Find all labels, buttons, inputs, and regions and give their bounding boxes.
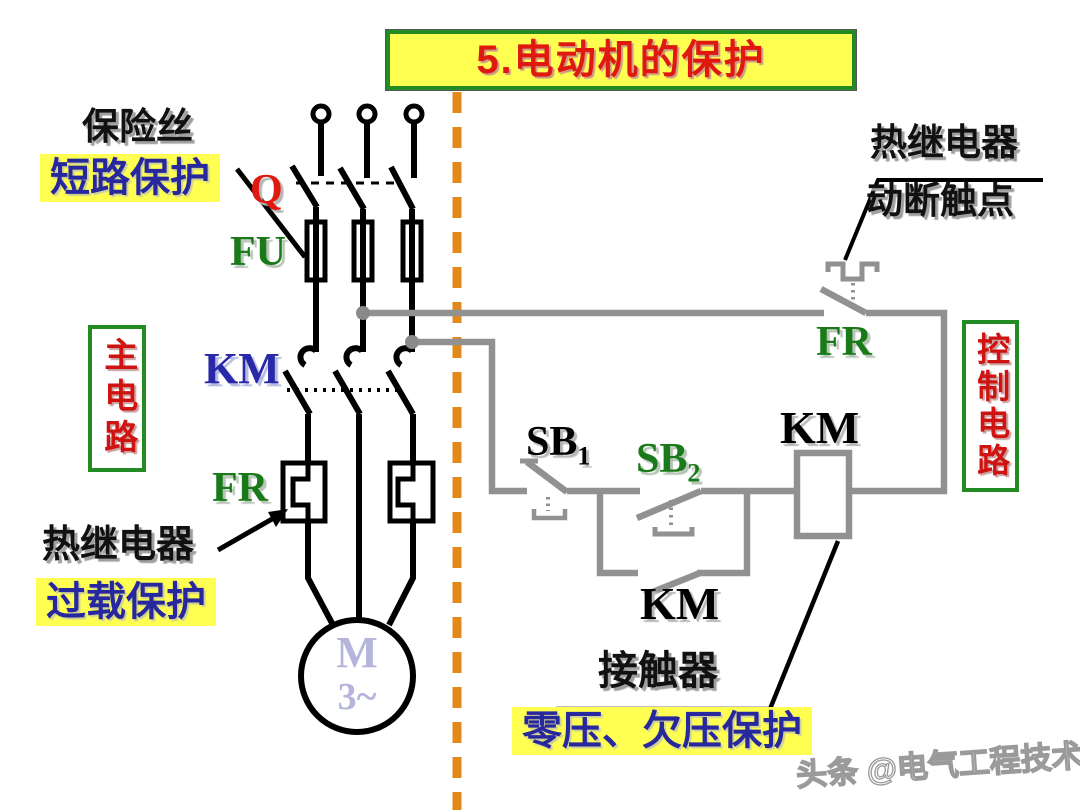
- km-aux-contact-icon: [596, 491, 751, 599]
- fr-main-label: FR: [212, 465, 268, 511]
- main-circuit-section-box: 主电路: [88, 325, 146, 472]
- fuse-name-label: 保险丝: [82, 106, 193, 147]
- nc-contact-name-label: 动断触点: [866, 180, 1014, 221]
- sb1-label: SB1: [526, 420, 590, 470]
- motor-m-label: M: [336, 628, 378, 677]
- voltage-protection-label: 零压、欠压保护: [512, 707, 812, 755]
- fr-control-label: FR: [816, 319, 872, 365]
- short-circuit-protection-label: 短路保护: [40, 154, 220, 202]
- km-coil-icon: [793, 449, 853, 540]
- sb2-subscript: 2: [687, 458, 701, 488]
- sb1-base: SB: [526, 419, 578, 465]
- disconnect-switch-q-icon: [289, 164, 416, 211]
- wire-junction-dots: [356, 306, 419, 349]
- overload-protection-label: 过载保护: [36, 578, 216, 626]
- contactor-name-label: 接触器: [598, 649, 718, 693]
- fr-nc-contact-icon: [819, 261, 880, 316]
- sb2-start-button-icon: [635, 488, 703, 537]
- three-phase-terminal-icons: [310, 103, 425, 125]
- page-title: 5.电动机的保护: [385, 29, 857, 91]
- sb1-stop-button-icon: [520, 458, 569, 521]
- sb2-label: SB2: [636, 437, 700, 487]
- motor-circle-icon: [298, 617, 416, 735]
- thermal-relay-name-right: 热继电器: [870, 122, 1018, 163]
- fuse-fu-label: FU: [230, 229, 286, 275]
- arrowhead-icon: [268, 509, 288, 527]
- km-main-label: KM: [204, 344, 280, 393]
- thermal-relay-name-left: 热继电器: [42, 524, 195, 566]
- motor-phase-label: 3~: [337, 676, 377, 718]
- control-circuit-section-box: 控制电路: [962, 320, 1019, 492]
- fuse-fu-icons: [304, 219, 424, 283]
- km-coil-label: KM: [780, 402, 860, 453]
- sb1-subscript: 1: [577, 441, 591, 471]
- main-circuit-wires: [280, 103, 436, 735]
- switch-q-label: Q: [250, 167, 283, 213]
- km-main-contact-icons: [282, 345, 416, 416]
- control-circuit-wires: [363, 261, 948, 599]
- km-aux-label: KM: [640, 578, 720, 629]
- sb2-base: SB: [636, 436, 688, 482]
